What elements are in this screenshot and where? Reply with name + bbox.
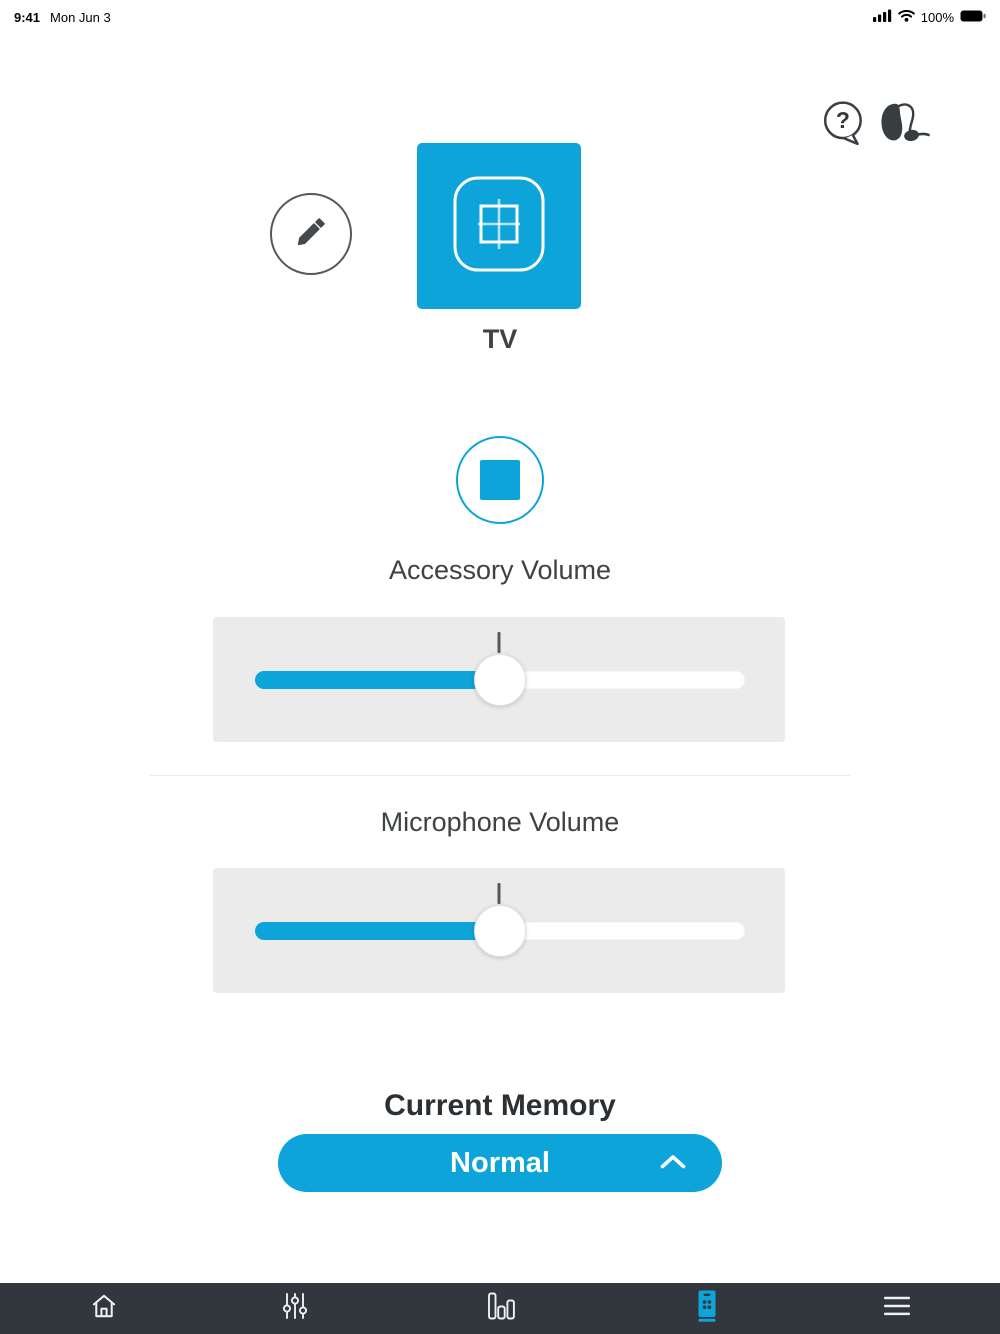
slider-center-mark <box>497 883 501 904</box>
home-icon <box>89 1291 119 1326</box>
tab-sound-levels[interactable] <box>460 1283 540 1334</box>
remote-control-icon <box>692 1289 722 1328</box>
question-bubble-icon: ? <box>821 101 869 151</box>
slider-thumb[interactable] <box>474 905 526 957</box>
tab-sound-enhancer[interactable] <box>255 1283 335 1334</box>
tab-bar <box>0 1283 1000 1334</box>
hearing-aid-icon <box>876 103 934 151</box>
chevron-up-icon <box>658 1153 688 1174</box>
slider-track[interactable] <box>255 654 745 706</box>
date: Mon Jun 3 <box>50 9 111 25</box>
device-name-label: TV <box>482 324 518 354</box>
current-memory-heading: Current Memory <box>384 1089 616 1122</box>
wifi-icon <box>897 9 915 25</box>
section-divider <box>150 775 850 776</box>
status-bar: 9:41 Mon Jun 3 100% <box>0 0 1000 34</box>
accessory-volume-slider <box>213 617 785 742</box>
microphone-volume-label: Microphone Volume <box>380 807 620 837</box>
microphone-volume-slider <box>213 868 785 993</box>
slider-fill <box>255 671 500 689</box>
edit-device-button[interactable] <box>270 193 352 275</box>
tv-streamer-icon <box>417 141 581 312</box>
hamburger-menu-icon <box>882 1294 912 1323</box>
stop-icon <box>480 460 520 500</box>
slider-fill <box>255 922 500 940</box>
cellular-signal-icon <box>872 9 892 25</box>
tv-streamer-tile[interactable] <box>417 143 581 309</box>
equalizer-sliders-icon <box>280 1291 310 1326</box>
svg-text:?: ? <box>836 107 850 133</box>
tab-remote-control[interactable] <box>667 1283 747 1334</box>
clock: 9:41 <box>14 9 41 25</box>
slider-thumb[interactable] <box>474 654 526 706</box>
status-left: 9:41 Mon Jun 3 <box>14 10 111 25</box>
sound-levels-icon <box>485 1291 515 1326</box>
status-right: 100% <box>872 9 986 25</box>
tab-home[interactable] <box>64 1283 144 1334</box>
stop-streaming-button[interactable] <box>456 436 544 524</box>
slider-center-mark <box>497 632 501 653</box>
help-button[interactable]: ? <box>821 99 869 147</box>
memory-selector-button[interactable]: Normal <box>278 1134 722 1192</box>
tab-menu[interactable] <box>857 1283 937 1334</box>
hearing-aid-button[interactable] <box>876 101 934 147</box>
battery-icon <box>960 10 986 25</box>
pencil-icon <box>291 212 331 257</box>
accessory-volume-label: Accessory Volume <box>388 555 612 585</box>
selected-memory-label: Normal <box>450 1146 550 1179</box>
slider-track[interactable] <box>255 905 745 957</box>
battery-percentage: 100% <box>920 9 954 25</box>
